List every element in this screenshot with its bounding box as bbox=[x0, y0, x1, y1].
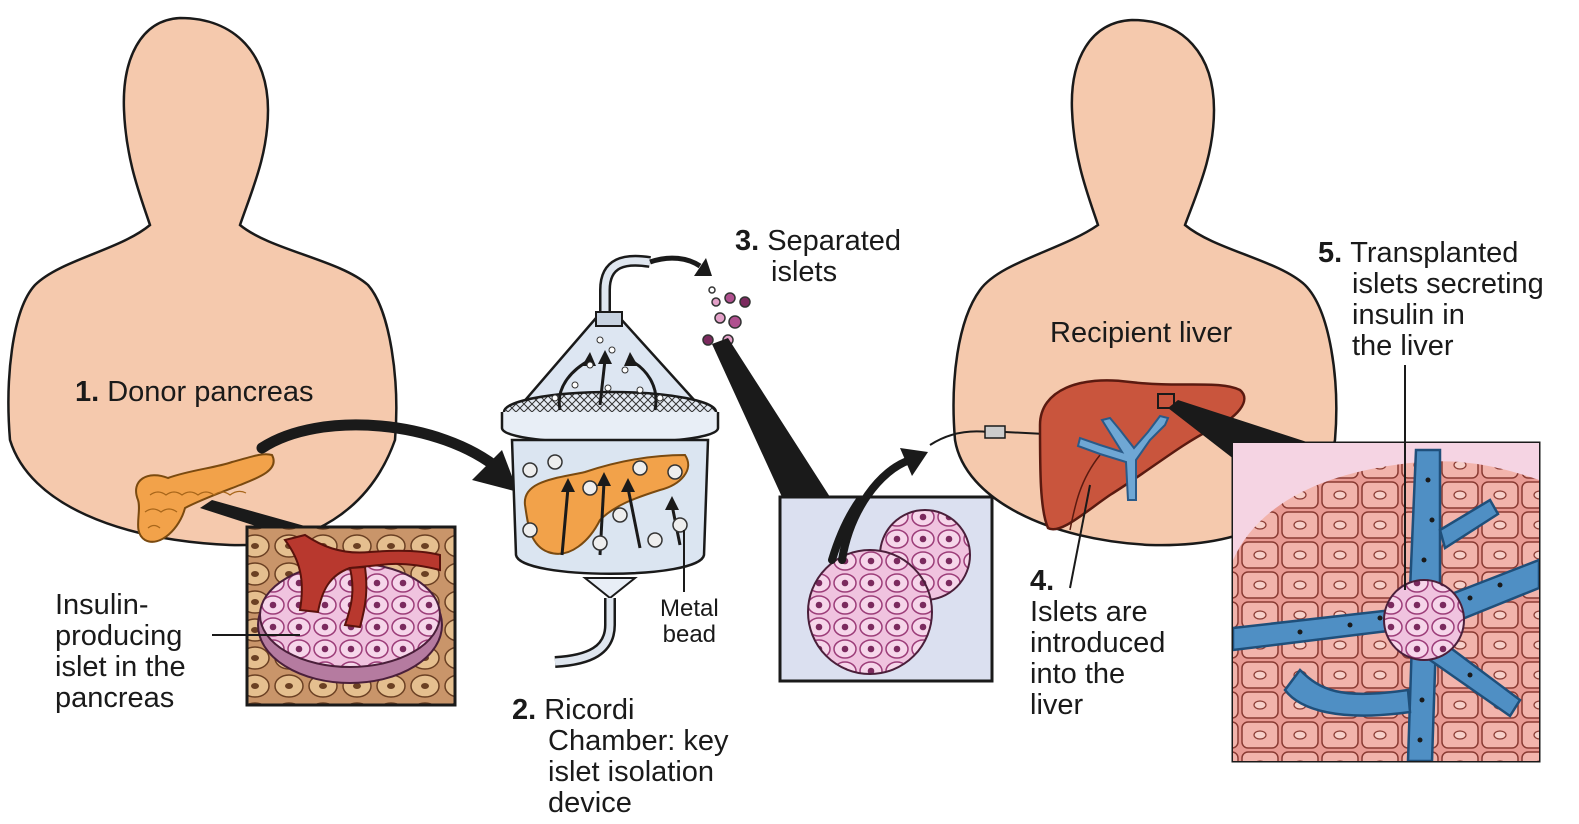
separated-islets-dots bbox=[703, 287, 750, 345]
recipient-liver-label: Recipient liver bbox=[1050, 318, 1232, 349]
step-5-line: Transplanted bbox=[1350, 237, 1518, 269]
metal-bead-line: Metal bbox=[660, 596, 719, 622]
step-4-line: Islets are bbox=[1030, 597, 1165, 628]
recipient-liver-text: Recipient liver bbox=[1050, 317, 1232, 349]
step-2-line: Chamber: key bbox=[512, 726, 729, 757]
step-2-line: islet isolation bbox=[512, 757, 729, 788]
insulin-islet-line: islet in the bbox=[55, 652, 186, 683]
insulin-islet-line: producing bbox=[55, 621, 186, 652]
step-5-line: insulin in bbox=[1318, 300, 1544, 331]
step-5-line: islets secreting bbox=[1318, 269, 1544, 300]
metal-bead-label: Metal bead bbox=[660, 596, 719, 648]
insulin-islet-line: pancreas bbox=[55, 683, 186, 714]
step-1-label: 1.Donor pancreas bbox=[75, 377, 314, 408]
metal-bead-line: bead bbox=[660, 622, 719, 648]
step-4-line: into the bbox=[1030, 659, 1165, 690]
step-3-line: islets bbox=[735, 257, 901, 288]
step-1-number: 1. bbox=[75, 376, 99, 408]
step-5-label: 5.Transplanted islets secreting insulin … bbox=[1318, 238, 1544, 362]
step-3-number: 3. bbox=[735, 225, 759, 257]
islet-in-pancreas-inset bbox=[247, 527, 455, 705]
donor-body-silhouette bbox=[8, 18, 396, 545]
transplanted-islets-inset bbox=[1233, 443, 1539, 761]
step-4-label: 4. Islets are introduced into the liver bbox=[1030, 566, 1165, 721]
step-2-line: Ricordi bbox=[544, 694, 634, 726]
step-1-text: Donor pancreas bbox=[107, 376, 313, 408]
insulin-islet-label: Insulin- producing islet in the pancreas bbox=[55, 590, 186, 714]
arrow-chamber-to-islets bbox=[650, 258, 700, 266]
arrow-chamber-to-islets-head bbox=[694, 258, 712, 276]
step-4-line: introduced bbox=[1030, 628, 1165, 659]
step-4-number: 4. bbox=[1030, 565, 1054, 597]
step-2-line: device bbox=[512, 788, 729, 819]
step-5-number: 5. bbox=[1318, 237, 1342, 269]
step-2-number: 2. bbox=[512, 694, 536, 726]
step-5-line: the liver bbox=[1318, 331, 1544, 362]
step-4-line: liver bbox=[1030, 690, 1165, 721]
callout-wedge-islets bbox=[712, 338, 830, 497]
step-2-label: 2.Ricordi Chamber: key islet isolation d… bbox=[512, 695, 729, 819]
step-3-line: Separated bbox=[767, 225, 901, 257]
insulin-islet-line: Insulin- bbox=[55, 590, 186, 621]
step-3-label: 3.Separated islets bbox=[735, 226, 901, 288]
